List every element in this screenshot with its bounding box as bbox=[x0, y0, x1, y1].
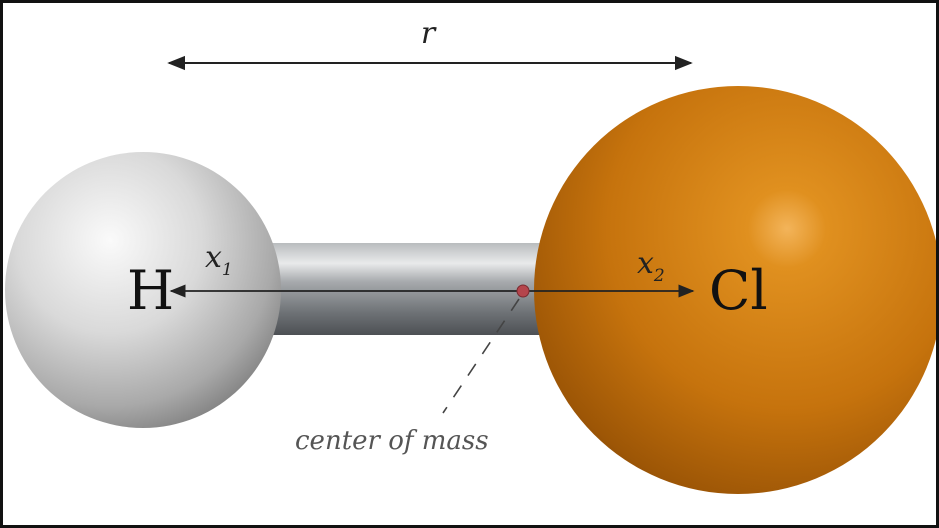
center-of-mass-leader bbox=[442, 298, 520, 414]
hcl-molecule-diagram: r H Cl x1 x2 center of mass bbox=[5, 16, 936, 494]
x1-label: x1 bbox=[205, 240, 233, 280]
center-of-mass-label: center of mass bbox=[295, 426, 489, 456]
bond-cylinder bbox=[265, 243, 555, 335]
center-of-mass-dot bbox=[516, 284, 530, 298]
x2-label: x2 bbox=[637, 246, 665, 286]
chlorine-atom bbox=[534, 86, 936, 494]
hydrogen-atom bbox=[5, 152, 281, 428]
distance-r-label: r bbox=[421, 16, 437, 51]
hydrogen-symbol: H bbox=[127, 259, 174, 322]
x1-subscript: 1 bbox=[222, 260, 233, 280]
chlorine-symbol: Cl bbox=[709, 259, 768, 322]
x2-subscript: 2 bbox=[653, 266, 665, 286]
